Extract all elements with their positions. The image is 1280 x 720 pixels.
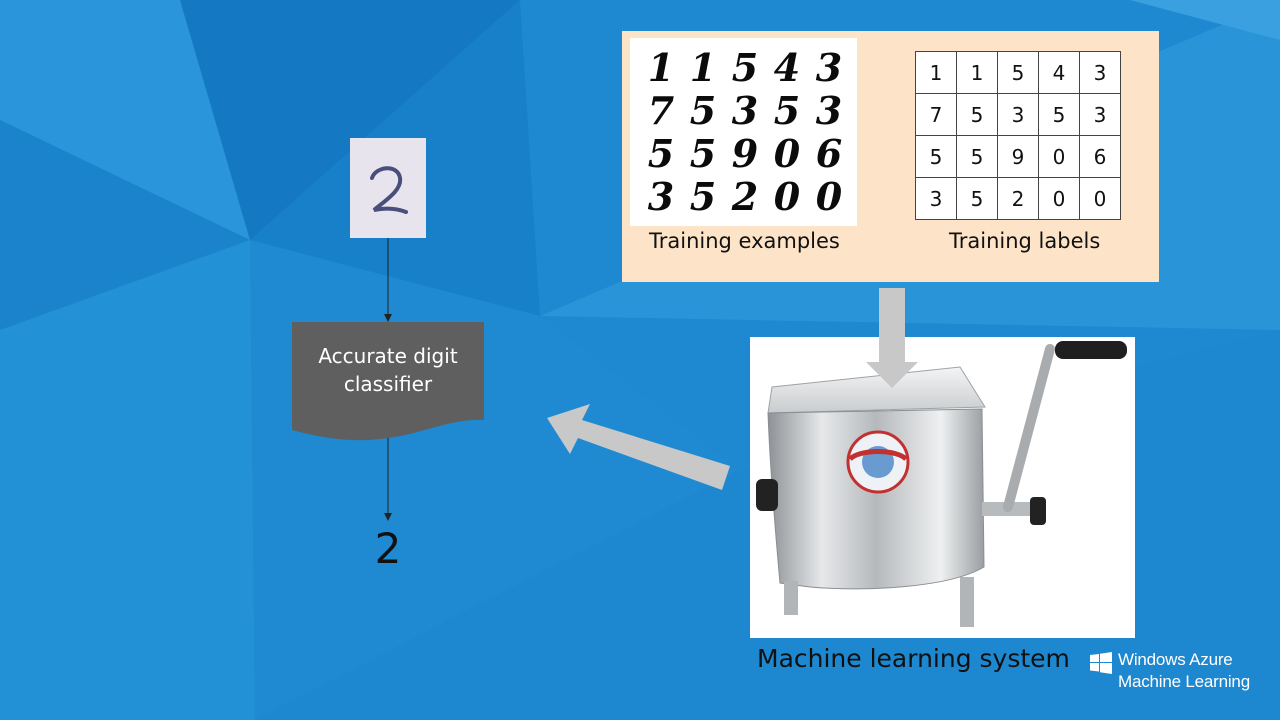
label-cell: 3 (997, 93, 1039, 136)
label-cell: 5 (956, 135, 998, 178)
label-cell: 1 (915, 51, 957, 94)
label-cell: 0 (1038, 177, 1080, 220)
handwritten-digit: 7 (647, 88, 675, 133)
handwritten-digit: 9 (731, 131, 759, 176)
handwritten-digit: 3 (647, 174, 675, 219)
training-examples-caption: Training examples (649, 229, 840, 253)
label-cell: 5 (915, 135, 957, 178)
handwritten-digit: 3 (815, 88, 843, 133)
label-cell: 2 (997, 177, 1039, 220)
handwritten-digit: 5 (773, 88, 801, 133)
handwritten-digit: 2 (731, 174, 759, 219)
label-cell: 0 (1038, 135, 1080, 178)
input-digit-image (350, 138, 426, 238)
label-cell: 1 (956, 51, 998, 94)
handwritten-digit: 3 (731, 88, 759, 133)
handwritten-digit: 4 (773, 45, 801, 90)
label-cell: 5 (997, 51, 1039, 94)
label-cell: 0 (1079, 177, 1121, 220)
classifier-document-shape: Accurate digit classifier (292, 322, 484, 444)
label-cell: 6 (1079, 135, 1121, 178)
handwritten-digit: 5 (647, 131, 675, 176)
handwritten-digit: 3 (815, 45, 843, 90)
handwritten-digit: 6 (815, 131, 843, 176)
handwritten-digit: 1 (689, 45, 717, 90)
handwritten-digit: 5 (731, 45, 759, 90)
training-labels-caption: Training labels (949, 229, 1101, 253)
label-cell: 4 (1038, 51, 1080, 94)
machine-learning-system-image (750, 337, 1135, 638)
label-cell: 3 (915, 177, 957, 220)
handwritten-digit: 0 (773, 174, 801, 219)
brand-line-2: Machine Learning (1118, 672, 1250, 691)
brand-line-1: Windows Azure (1118, 650, 1233, 669)
handwritten-digit: 1 (647, 45, 675, 90)
label-cell: 7 (915, 93, 957, 136)
output-digit: 2 (374, 524, 402, 573)
label-cell: 5 (956, 93, 998, 136)
classifier-label: Accurate digit classifier (318, 344, 458, 396)
label-cell: 5 (1038, 93, 1080, 136)
handwritten-digit: 0 (815, 174, 843, 219)
label-cell: 3 (1079, 51, 1121, 94)
windows-logo-icon (1090, 652, 1112, 674)
handwritten-digit: 5 (689, 174, 717, 219)
label-cell: 5 (956, 177, 998, 220)
handwritten-digit: 0 (773, 131, 801, 176)
windows-azure-ml-branding: Windows Azure Machine Learning (1090, 650, 1276, 696)
handwritten-digit: 5 (689, 131, 717, 176)
machine-learning-system-caption: Machine learning system (757, 644, 1070, 673)
handwritten-digit: 5 (689, 88, 717, 133)
label-cell: 9 (997, 135, 1039, 178)
label-cell: 3 (1079, 93, 1121, 136)
